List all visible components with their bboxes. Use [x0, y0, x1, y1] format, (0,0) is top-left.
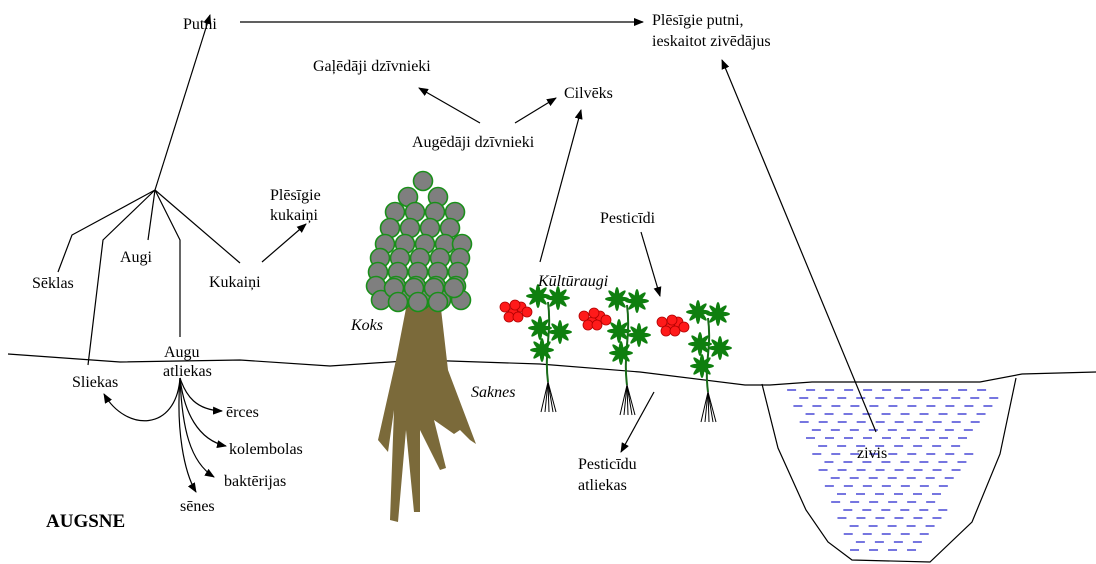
- label-pesticidu: Pesticīdu: [578, 456, 637, 473]
- label-saknes: Saknes: [471, 384, 515, 401]
- crop-berry: [522, 307, 532, 317]
- tree-canopy: [367, 172, 472, 312]
- crop-plants: [500, 284, 732, 422]
- label-atliekas: atliekas: [163, 363, 212, 380]
- tree-koks: [367, 172, 477, 523]
- label-cilveks: Cilvēks: [564, 85, 613, 102]
- crop-berry: [679, 322, 689, 332]
- pond-water: [787, 390, 998, 550]
- label-pesticidi: Pesticīdi: [600, 210, 656, 227]
- canopy-leaf-cluster: [429, 293, 448, 312]
- label-plesigie-putni: Plēsīgie putni,: [652, 12, 744, 29]
- label-plesigie-kukaini-2: kukaiņi: [270, 207, 319, 224]
- label-galedaji: Gaļēdāji dzīvnieki: [313, 58, 431, 75]
- crop-berry: [670, 326, 680, 336]
- label-senes: sēnes: [180, 498, 215, 515]
- label-seklas: Sēklas: [32, 275, 74, 292]
- crop-berry: [513, 312, 523, 322]
- label-augsne: AUGSNE: [46, 511, 125, 532]
- label-bakterijas: baktērijas: [224, 473, 286, 490]
- label-pesticidu-atliekas: atliekas: [578, 477, 627, 494]
- canopy-leaf-cluster: [414, 172, 433, 191]
- label-augu: Augu: [164, 344, 200, 361]
- label-sliekas: Sliekas: [72, 374, 118, 391]
- canopy-leaf-cluster: [389, 293, 408, 312]
- label-koks: Koks: [350, 317, 383, 334]
- label-ieskaitot-zivedajus: ieskaitot zivēdājus: [652, 33, 771, 50]
- label-augedaji: Augēdāji dzīvnieki: [412, 134, 535, 151]
- crop-berry: [667, 315, 677, 325]
- canopy-leaf-cluster: [445, 279, 464, 298]
- label-augi: Augi: [120, 249, 153, 266]
- canopy-leaf-cluster: [409, 293, 428, 312]
- label-zivis: zivis: [857, 445, 887, 462]
- label-kolembolas: kolembolas: [229, 441, 303, 458]
- label-erces: ērces: [226, 404, 259, 421]
- crop-berry: [601, 315, 611, 325]
- crop-berry: [592, 320, 602, 330]
- crop-berry: [661, 326, 671, 336]
- crop-berry: [510, 300, 520, 310]
- tree-trunk: [378, 298, 476, 522]
- label-kukaini: Kukaiņi: [209, 274, 261, 291]
- label-kulturaugi: Kūltūraugi: [537, 273, 608, 290]
- crop-berry: [589, 308, 599, 318]
- crop-berry: [583, 320, 593, 330]
- crop-berry: [504, 312, 514, 322]
- crop-plant: [579, 287, 651, 415]
- label-plesigie-kukaini-1: Plēsīgie: [270, 187, 321, 204]
- crop-plant: [657, 300, 732, 422]
- label-putni: Putni: [183, 16, 217, 33]
